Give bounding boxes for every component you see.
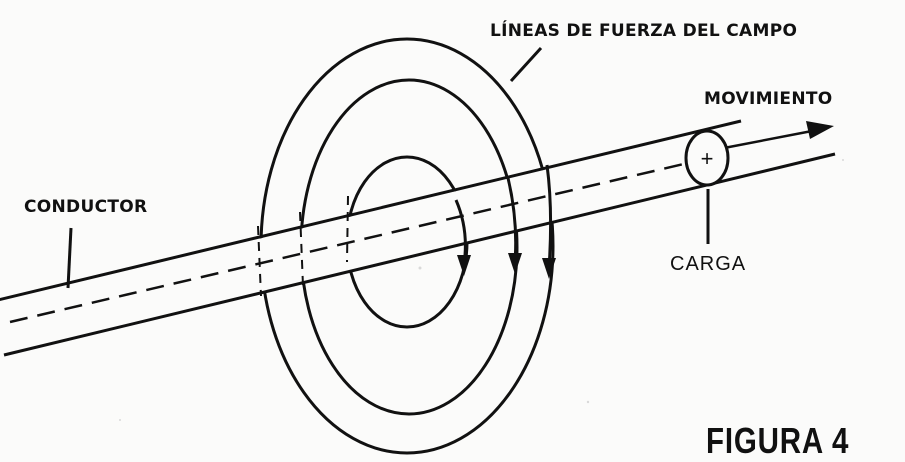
charge-sign: +: [701, 146, 714, 171]
field-line-outer-hidden: [257, 225, 262, 297]
field-arrow-inner: [457, 255, 471, 276]
field-lines-label: LÍNEAS DE FUERZA DEL CAMPO: [490, 21, 798, 41]
figure-caption: FIGURA 4: [706, 420, 850, 461]
motion-arrow-head: [806, 121, 834, 139]
field-line-outer-front: [545, 164, 553, 269]
conductor-label: CONDUCTOR: [24, 197, 148, 217]
charge-label: CARGA: [670, 253, 747, 275]
conductor-leader: [66, 227, 73, 289]
conductor-body: [0, 122, 835, 355]
field-lines-leader: [509, 46, 543, 83]
motion-arrow-shaft: [723, 129, 813, 150]
conductor-upper-edge: [0, 119, 742, 302]
paper-texture: [119, 159, 844, 421]
field-arrow-outer: [542, 258, 556, 279]
field-line-inner-hidden: [346, 195, 349, 263]
field-line-middle-hidden: [299, 211, 304, 287]
charge-circle: [684, 129, 730, 187]
conductor-lower-edge: [3, 152, 836, 357]
conductor-axis: [9, 161, 689, 324]
motion-label: MOVIMIENTO: [704, 89, 833, 109]
field-arrow-middle: [508, 253, 522, 274]
